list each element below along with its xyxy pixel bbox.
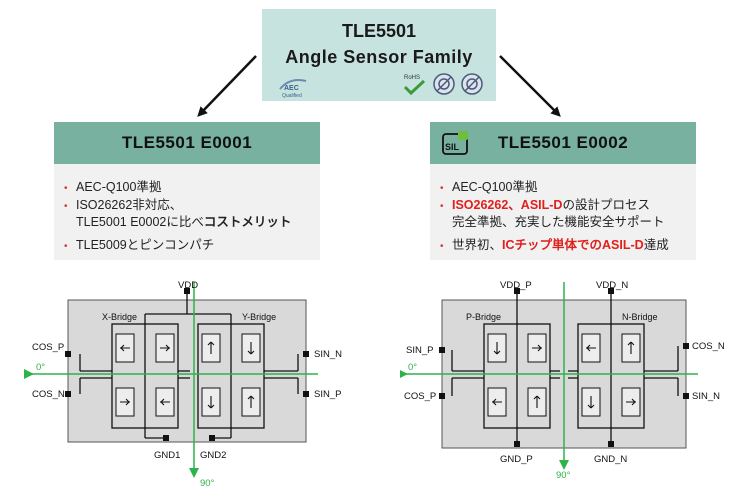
y-bridge-label: Y-Bridge [242,312,276,322]
feature-iso-line1: ISO26262、ASIL-Dの設計プロセス [452,197,650,214]
bullet: • [64,241,68,252]
feature-box-e0001: • AEC-Q100準拠 • ISO26262非対応、 TLE5001 E000… [54,164,320,260]
pin-vdd-n: VDD_N [596,280,628,291]
halogen-free-icon [461,73,483,95]
family-title: TLE5501 [341,21,417,41]
pin-sin-p: SIN_P [406,345,433,356]
variant-header-e0001: TLE5501 E0001 [54,122,320,164]
pin-gnd2: GND2 [200,450,226,461]
aec-qualified-logo: AEC Qualified [279,79,307,99]
zero-degree-label: 0° [36,362,45,373]
x-bridge-resistors [115,333,175,417]
ninety-degree-label: 90° [556,470,571,481]
pin-cos-p: COS_P [32,342,64,353]
feature-aec: AEC-Q100準拠 [452,180,538,194]
pin-sin-n: SIN_N [314,349,342,360]
pin-gnd-n: GND_N [594,454,627,465]
feature-world-first-a: 世界初、 [452,238,503,252]
pin-sin-p: SIN_P [314,389,341,400]
pb-free-icon [433,73,455,95]
p-bridge-resistors [487,333,547,417]
rohs-logo: RoHS [403,75,426,96]
ninety-degree-label: 90° [200,478,215,489]
pin-sin-n: SIN_N [692,391,720,402]
sil-badge-text: SIL [445,142,460,152]
pin-gnd-p: GND_P [500,454,533,465]
rohs-logo-text: RoHS [404,75,420,81]
variant-header-e0002: SIL TLE5501 E0002 [430,122,696,164]
family-arrows [197,55,561,117]
circuit-diagram-e0001: VDD COS_P COS_N SIN_N SIN_P GND1 GND2 X-… [24,280,342,489]
bullet: • [440,201,444,212]
feature-pin-compatible: TLE5009とピンコンパチ [76,238,215,252]
pin-cos-n: COS_N [32,389,65,400]
x-bridge-label: X-Bridge [102,312,137,322]
feature-iso-line2-a: TLE5001 E0002に比べ [76,215,204,229]
pin-gnd1: GND1 [154,450,180,461]
bullet: • [64,183,68,194]
n-bridge-resistors [581,333,641,417]
feature-iso-line1: ISO26262非対応、 [76,198,183,212]
feature-aec: AEC-Q100準拠 [76,180,162,194]
family-box: TLE5501 Angle Sensor Family AEC Qualifie… [262,9,496,101]
feature-cost-merit: コストメリット [203,215,292,229]
n-bridge-label: N-Bridge [622,312,658,322]
feature-world-first-c: 達成 [643,238,669,252]
sil-badge-icon: SIL [442,131,468,155]
pin-cos-p: COS_P [404,391,436,402]
feature-world-first: 世界初、ICチップ単体でのASIL-D達成 [452,237,669,254]
y-bridge-resistors [201,333,261,417]
bullet: • [64,201,68,212]
arrow-right [499,55,561,117]
feature-iso-rest: の設計プロセス [562,198,650,212]
bullet: • [440,241,444,252]
zero-degree-label: 0° [408,362,417,373]
pin-vdd: VDD [178,280,198,291]
pin-cos-n: COS_N [692,341,725,352]
aec-logo-subtext: Qualified [282,93,302,99]
feature-box-e0002: • AEC-Q100準拠 • ISO26262、ASIL-Dの設計プロセス 完全… [430,164,696,260]
pin-vdd-p: VDD_P [500,280,532,291]
feature-iso-line2: 完全準拠、充実した機能安全サポート [452,215,665,229]
bullet: • [440,183,444,194]
feature-iso-highlight: ISO26262、ASIL-D [452,198,563,212]
variant-title-e0002: TLE5501 E0002 [497,133,629,152]
arrow-left [197,55,257,117]
p-bridge-label: P-Bridge [466,312,501,322]
aec-logo-text: AEC [284,85,299,92]
feature-world-first-highlight: ICチップ単体でのASIL-D [502,238,644,252]
feature-iso-line2: TLE5001 E0002に比べコストメリット [76,214,291,231]
circuit-diagram-e0002: VDD_P VDD_N SIN_P COS_P COS_N SIN_N GND_… [400,280,725,481]
family-subtitle: Angle Sensor Family [285,47,473,67]
variant-title-e0001: TLE5501 E0001 [121,133,253,152]
